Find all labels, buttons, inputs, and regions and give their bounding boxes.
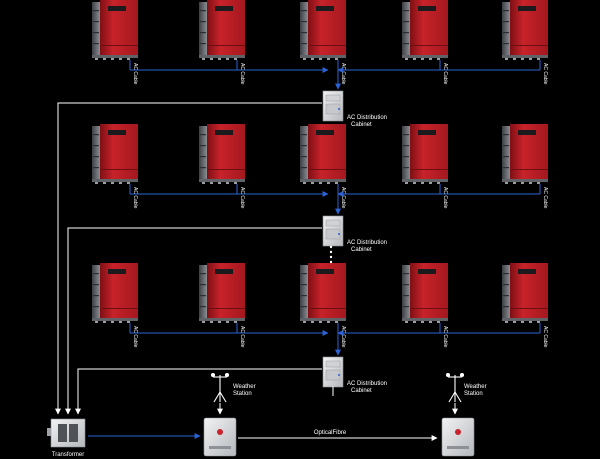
inverter — [502, 263, 548, 323]
inverter — [402, 263, 448, 323]
inverter — [92, 124, 138, 184]
inverter — [502, 124, 548, 184]
ac-cable-label: AC Cable — [340, 187, 346, 209]
cabinet-label-line2: Cabinet — [351, 388, 372, 394]
inverter — [199, 124, 245, 184]
data-logger-right — [441, 417, 475, 457]
inverter — [199, 263, 245, 323]
inverter — [92, 263, 138, 323]
ac-cable-label: AC Cable — [442, 63, 448, 85]
ac-cable-label: AC Cable — [542, 187, 548, 209]
inverter — [300, 124, 346, 184]
cabinet-label-line1: AC Distribution — [347, 115, 387, 121]
weather-station-left-icon — [210, 372, 230, 403]
weather-station-right-line2: Station — [464, 391, 483, 397]
ac-cable-label: AC Cable — [132, 187, 138, 209]
ac-cable-label: AC Cable — [132, 63, 138, 85]
cabinet-label-line2: Cabinet — [351, 122, 372, 128]
optical-fibre-label: OpticalFibre — [314, 430, 347, 436]
weather-station-right-icon — [445, 372, 465, 403]
transformer: Transformer — [47, 418, 86, 458]
inverter — [199, 0, 245, 60]
transformer-label: Transformer — [52, 452, 84, 458]
bottom-links: OpticalFibre — [88, 386, 458, 441]
inverter — [502, 0, 548, 60]
inverter-array — [92, 0, 548, 323]
ac-cable-label: AC Cable — [239, 326, 245, 348]
ac-cable-label: AC Cable — [340, 326, 346, 348]
cabinet-label-line1: AC Distribution — [347, 240, 387, 246]
wiring-layer: AC Cable AC Cable AC Cable AC Cable AC Cable… — [55, 60, 548, 415]
weather-station-right: Weather Station — [445, 372, 487, 403]
ac-cable-label: AC Cable — [542, 63, 548, 85]
ac-cable-label: AC Cable — [239, 187, 245, 209]
ac-cable-label: AC Cable — [542, 326, 548, 348]
weather-station-right-line1: Weather — [464, 384, 487, 390]
inverter — [300, 263, 346, 323]
weather-station-left-line2: Station — [233, 391, 252, 397]
inverter — [402, 0, 448, 60]
inverter — [402, 124, 448, 184]
weather-station-left-line1: Weather — [233, 384, 256, 390]
continuation-dots — [329, 245, 333, 264]
data-logger-left — [203, 417, 237, 457]
cabinet-label-line2: Cabinet — [351, 247, 372, 253]
cabinet-to-transformer-line — [75, 368, 322, 415]
cabinet-to-transformer-line — [65, 227, 322, 415]
cabinet-label-line1: AC Distribution — [347, 381, 387, 387]
ac-cable-label: AC Cable — [239, 63, 245, 85]
ac-cable-label: AC Cable — [442, 326, 448, 348]
ac-cable-label: AC Cable — [132, 326, 138, 348]
cabinet-to-transformer-line — [55, 102, 322, 415]
weather-station-left: Weather Station — [210, 372, 256, 403]
ac-cable-label: AC Cable — [340, 63, 346, 85]
inverter — [300, 0, 346, 60]
inverter — [92, 0, 138, 60]
ac-cable-label: AC Cable — [442, 187, 448, 209]
